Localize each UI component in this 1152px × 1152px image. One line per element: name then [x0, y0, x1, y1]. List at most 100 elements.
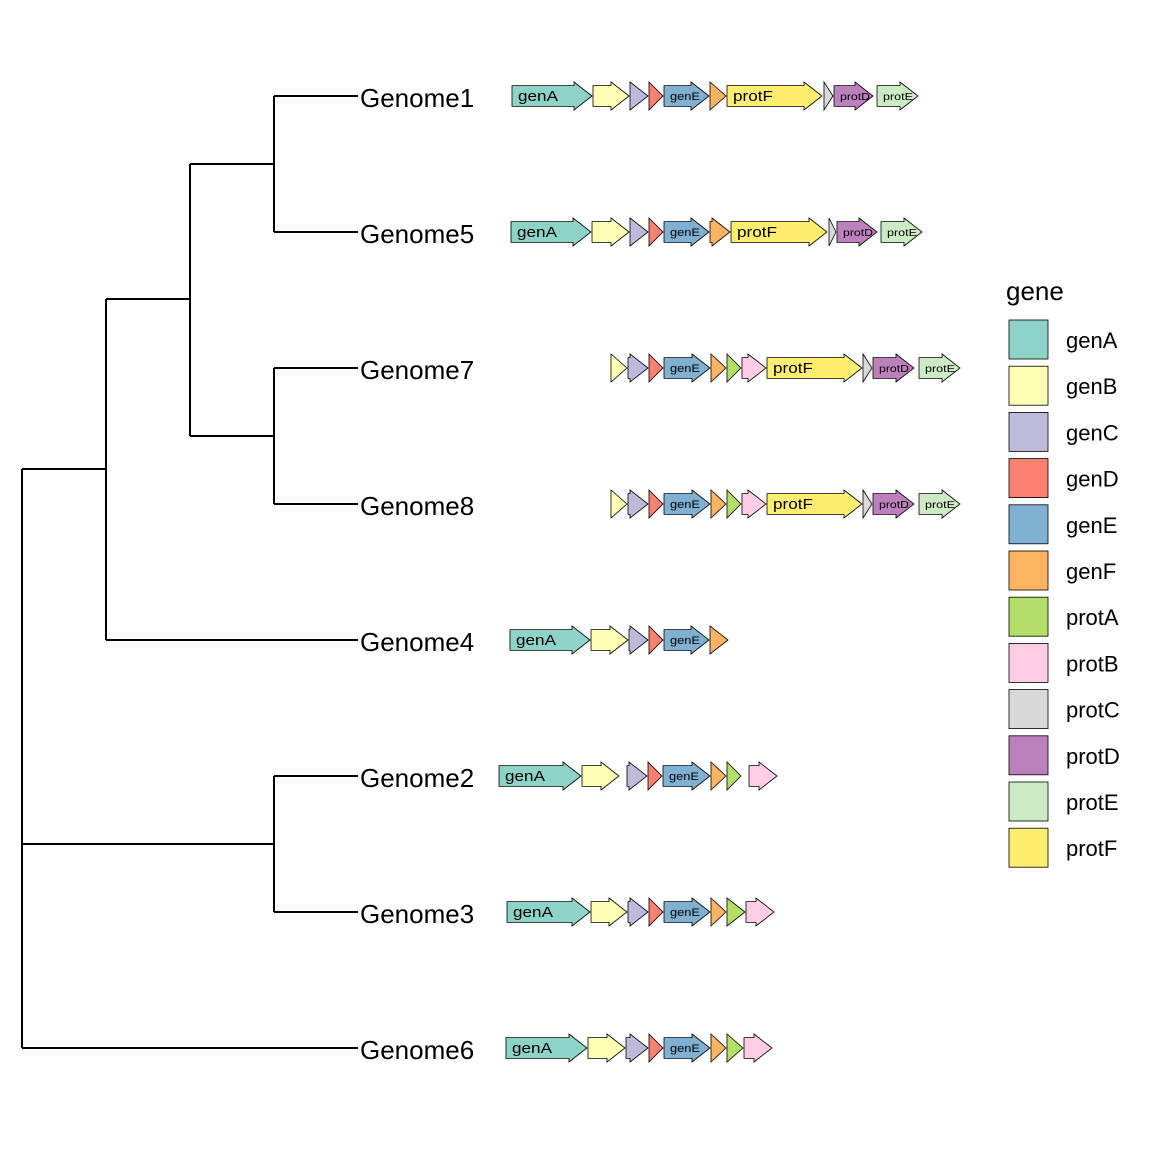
gene-label-protf: protF	[773, 496, 813, 513]
legend-label-genc: genC	[1066, 420, 1119, 445]
tip-label-genome7: Genome7	[360, 355, 474, 385]
tip-label-genome6: Genome6	[360, 1035, 474, 1065]
legend-key-gena	[1008, 319, 1049, 360]
gene-label-gena: genA	[513, 904, 553, 921]
legend-label-prote: protE	[1066, 790, 1119, 815]
gene-arrow-genb	[587, 1033, 626, 1063]
legend-label-protf: protF	[1066, 836, 1117, 861]
gene-arrow-genb	[592, 81, 630, 111]
legend-title: gene	[1006, 276, 1064, 306]
gene-arrow-gene	[663, 353, 711, 383]
gene-arrow-genb	[610, 489, 628, 519]
gene-arrow-protf	[730, 217, 828, 247]
gene-arrow-prota	[726, 353, 742, 383]
gene-arrow-protb	[743, 1033, 773, 1063]
gene-arrow-genf	[710, 897, 727, 927]
gene-label-gene: genE	[670, 91, 700, 103]
tip-label-genome4: Genome4	[360, 627, 474, 657]
gene-label-gene: genE	[670, 1043, 700, 1055]
phylogenetic-tree	[21, 95, 358, 1049]
gene-arrow-protd	[872, 489, 915, 519]
gene-arrow-prota	[726, 1033, 744, 1063]
gene-arrow-gena	[498, 761, 582, 791]
legend-key-genc	[1008, 411, 1049, 452]
gene-arrow-genf	[709, 625, 729, 655]
gene-arrow-gend	[648, 217, 664, 247]
gene-arrow-protb	[741, 489, 767, 519]
gene-arrow-prote	[918, 489, 961, 519]
gene-arrow-genc	[627, 489, 649, 519]
gene-arrow-genc	[628, 625, 649, 655]
legend-label-gena: genA	[1066, 328, 1118, 353]
gene-arrow-genf	[710, 353, 727, 383]
gene-track-genome1: genA genE protF protD protE	[511, 80, 919, 112]
gene-arrow-gena	[510, 217, 592, 247]
gene-track-genome3: genA genE	[506, 897, 775, 927]
gene-arrow-gene	[662, 761, 711, 791]
gene-arrow-gena	[509, 625, 591, 655]
gene-legend: gene genAgenBgenCgenDgenEgenFprotAprotBp…	[1006, 276, 1120, 868]
gene-arrow-protc	[862, 352, 873, 384]
tip-label-genome1: Genome1	[360, 83, 474, 113]
gene-arrow-genf	[710, 1033, 727, 1063]
gene-arrow-prote	[876, 81, 919, 111]
legend-label-protc: protC	[1066, 698, 1120, 723]
gene-label-gene: genE	[670, 907, 700, 919]
gene-arrow-protf	[766, 353, 863, 383]
legend-key-genf	[1008, 550, 1049, 591]
gene-arrow-gene	[663, 81, 710, 111]
legend-key-genb	[1008, 365, 1049, 406]
gene-arrow-genb	[591, 217, 630, 247]
gene-arrow-genc	[625, 1033, 649, 1063]
gene-label-gene: genE	[670, 363, 700, 375]
tip-label-genome8: Genome8	[360, 491, 474, 521]
gene-arrow-gend	[647, 761, 663, 791]
gene-arrow-genf	[710, 761, 727, 791]
gene-arrow-genb	[610, 353, 628, 383]
legend-label-genb: genB	[1066, 374, 1117, 399]
gene-arrow-protb	[741, 353, 767, 383]
tip-labels: Genome1 Genome5 Genome7 Genome8 Genome4 …	[360, 83, 474, 1065]
gene-label-gena: genA	[518, 88, 558, 105]
gene-label-prote: protE	[925, 364, 955, 375]
gene-arrow-gena	[505, 1033, 588, 1063]
gene-arrow-protc	[823, 80, 834, 112]
gene-arrow-genb	[590, 897, 628, 927]
legend-label-genf: genF	[1066, 559, 1116, 584]
gene-label-prote: protE	[883, 92, 913, 103]
gene-label-protd: protD	[840, 92, 870, 103]
gene-arrow-prote	[918, 353, 961, 383]
gene-arrow-protc	[862, 488, 873, 520]
gene-arrow-genf	[710, 489, 727, 519]
legend-key-gene	[1008, 504, 1049, 545]
legend-key-gend	[1008, 458, 1049, 499]
gene-arrow-prote	[880, 217, 923, 247]
gene-label-protf: protF	[733, 88, 773, 105]
legend-key-prota	[1008, 596, 1049, 637]
gene-label-gene: genE	[670, 499, 700, 511]
gene-arrow-gena	[506, 897, 591, 927]
gene-label-gene: genE	[669, 771, 699, 783]
legend-label-protb: protB	[1066, 651, 1119, 676]
legend-key-protb	[1008, 643, 1049, 683]
gene-label-protd: protD	[843, 228, 873, 239]
legend-label-gene: genE	[1066, 513, 1117, 538]
gene-label-gene: genE	[670, 227, 700, 239]
gene-arrow-gend	[648, 897, 664, 927]
gene-arrow-gend	[648, 353, 664, 383]
gene-label-protf: protF	[737, 224, 777, 241]
legend-label-protd: protD	[1066, 744, 1120, 769]
gene-label-protd: protD	[879, 364, 909, 375]
gene-arrow-genc	[626, 761, 648, 791]
gene-arrow-gend	[648, 1033, 664, 1063]
tip-label-genome2: Genome2	[360, 763, 474, 793]
gene-arrow-protf	[766, 489, 863, 519]
gene-arrow-protb	[745, 897, 775, 927]
gene-arrow-genc	[629, 81, 649, 111]
